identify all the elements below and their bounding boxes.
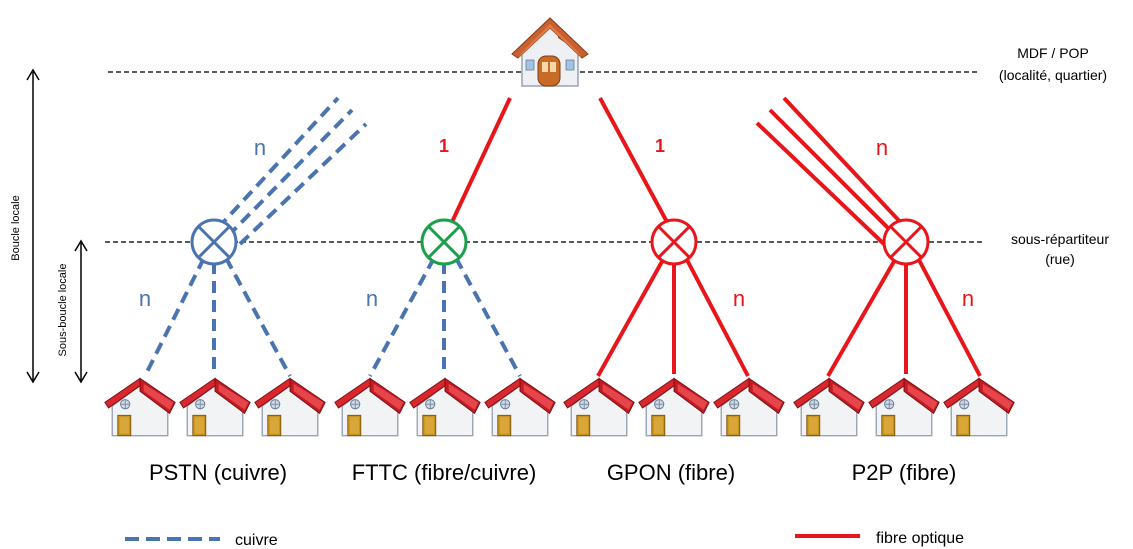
pstn-house-2-icon (179, 377, 251, 437)
pstn-upper-links (216, 96, 368, 246)
central-office-house-icon (511, 17, 589, 87)
gpon-lower-count: n (733, 286, 745, 311)
p2p-upper-count: n (876, 135, 888, 160)
gpon-lower-links (596, 257, 750, 377)
fttc-lower-count: n (366, 286, 378, 311)
mdf-pop-sublabel: (localité, quartier) (999, 67, 1107, 83)
fttc-upper-count: 1 (439, 136, 449, 156)
mdf-pop-label: MDF / POP (1017, 45, 1089, 61)
fttc-lower-links (368, 257, 522, 377)
boucle-locale-label: Boucle locale (10, 195, 22, 260)
fttc-network-name: FTTC (fibre/cuivre) (352, 460, 537, 485)
fttc-fiber-link (450, 97, 512, 223)
sous-boucle-locale-arrow (74, 239, 88, 384)
p2p-upper-links (755, 96, 906, 248)
fttc-house-3-icon (484, 377, 556, 437)
sous-repartiteur-sublabel: (rue) (1045, 251, 1075, 267)
p2p-house-3-icon (943, 377, 1015, 437)
fttc-house-1-icon (334, 377, 406, 437)
p2p-lower-links (826, 257, 982, 377)
gpon-house-2-icon (638, 377, 710, 437)
gpon-network-name: GPON (fibre) (607, 460, 735, 485)
pstn-node (190, 218, 238, 266)
gpon-fiber-link (598, 97, 669, 223)
gpon-house-3-icon (713, 377, 785, 437)
sous-boucle-locale-label: Sous-boucle locale (57, 264, 69, 357)
gpon-house-1-icon (563, 377, 635, 437)
p2p-node (882, 218, 930, 266)
gpon-node (650, 218, 698, 266)
legend-fiber-label: fibre optique (876, 530, 964, 547)
p2p-network-name: P2P (fibre) (852, 460, 957, 485)
pstn-upper-count: n (254, 135, 266, 160)
pstn-house-3-icon (254, 377, 326, 437)
gpon-upper-count: 1 (655, 136, 665, 156)
fttc-house-2-icon (409, 377, 481, 437)
sous-repartiteur-label: sous-répartiteur (1011, 231, 1109, 247)
pstn-house-1-icon (104, 377, 176, 437)
p2p-house-1-icon (793, 377, 865, 437)
p2p-lower-count: n (962, 286, 974, 311)
legend-copper-label: cuivre (235, 532, 278, 549)
pstn-network-name: PSTN (cuivre) (149, 460, 287, 485)
p2p-house-2-icon (868, 377, 940, 437)
fttc-node (420, 218, 468, 266)
pstn-lower-links (143, 257, 292, 377)
boucle-locale-arrow (26, 68, 40, 384)
pstn-lower-count: n (139, 286, 151, 311)
